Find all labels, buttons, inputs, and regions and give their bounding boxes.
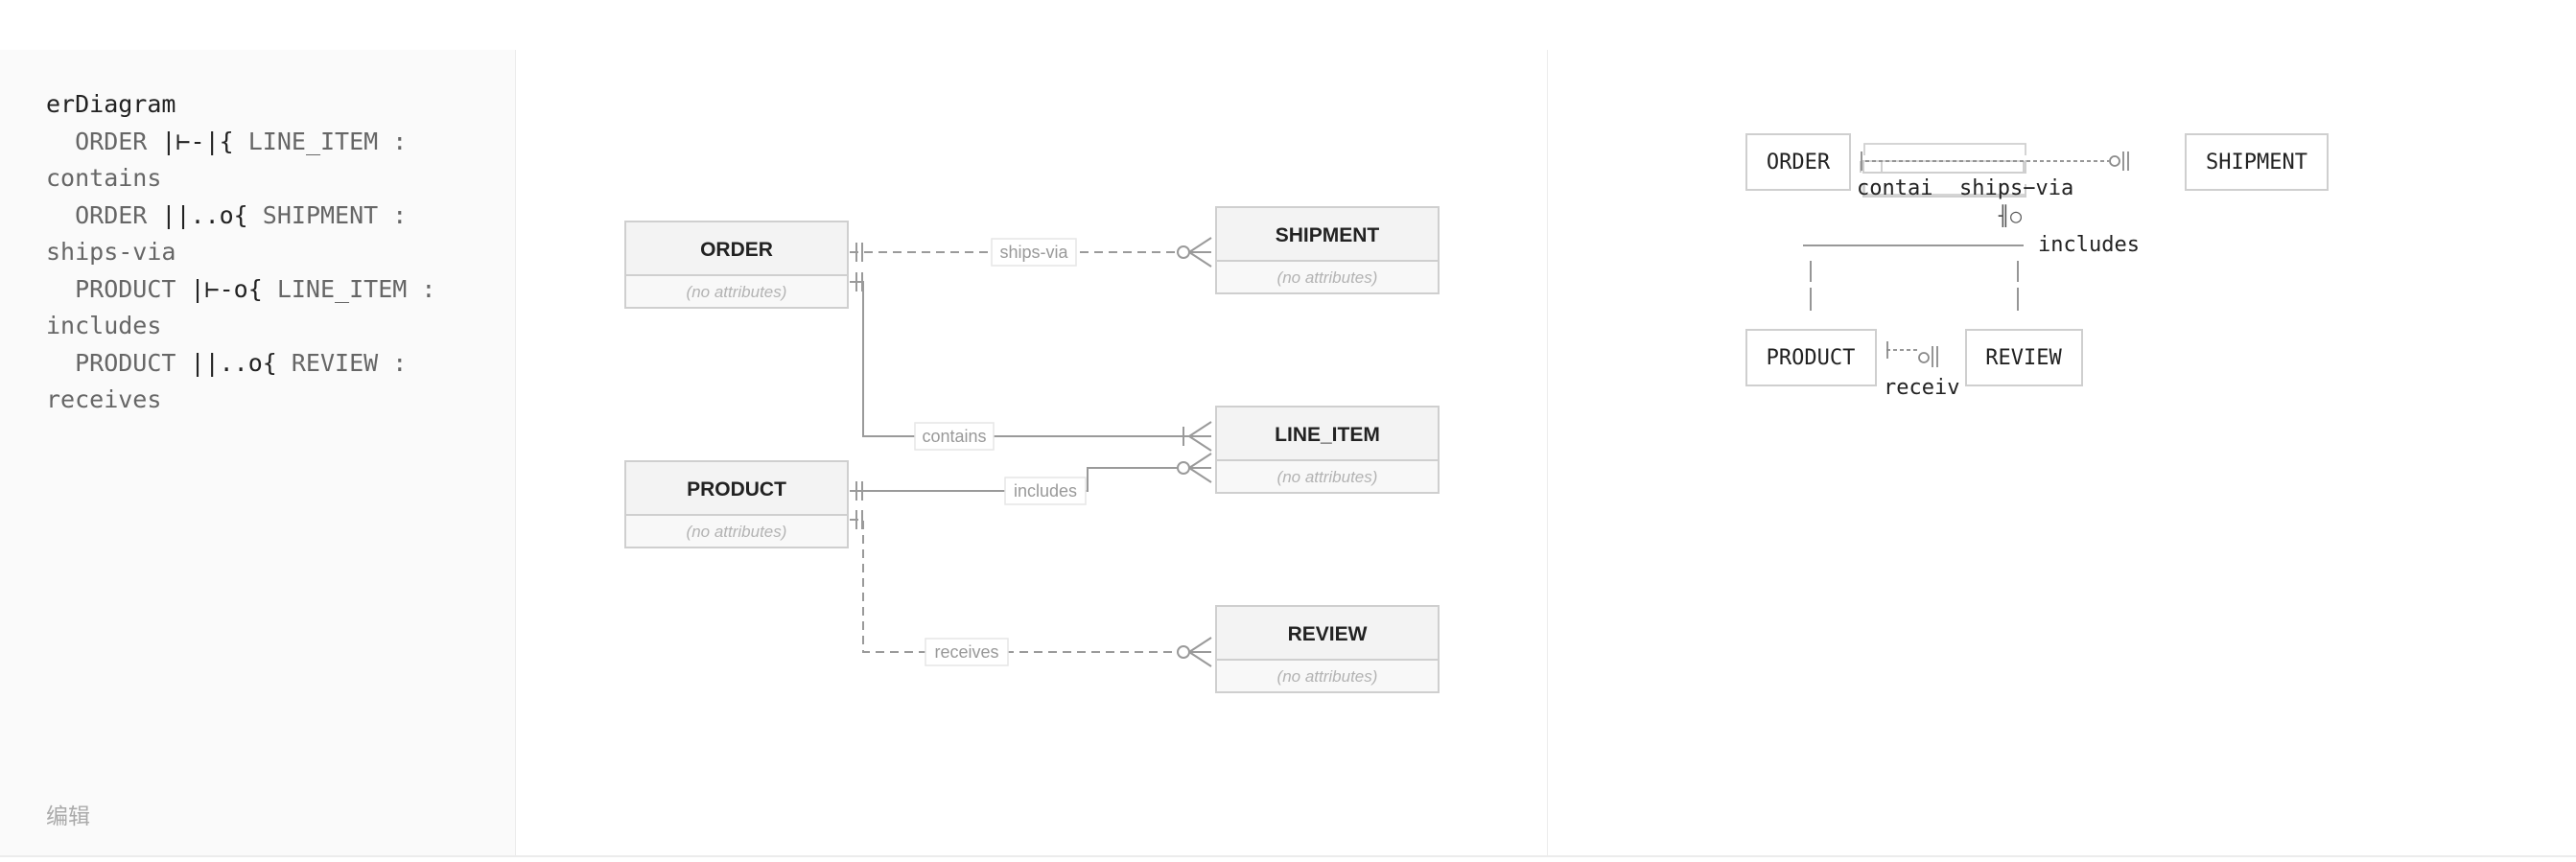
top-toolbar xyxy=(0,0,1472,51)
includes-line xyxy=(850,467,1211,492)
contains-line xyxy=(850,281,1211,437)
entity-product[interactable]: PRODUCT (no attributes) xyxy=(624,460,849,548)
entity-line-item-name: LINE_ITEM xyxy=(1275,424,1380,446)
code-line-2: ORDER |⊢-|{ LINE_ITEM : xyxy=(46,127,408,155)
preview-marker: ╢○ xyxy=(1998,204,2022,227)
code-line-9: receives xyxy=(46,385,162,413)
entity-line-item-attrs: (no attributes) xyxy=(1277,468,1378,486)
preview-review-bars xyxy=(1932,346,1938,367)
entity-product-attrs: (no attributes) xyxy=(687,523,787,541)
relation-receives xyxy=(850,510,1212,667)
entity-order[interactable]: ORDER (no attributes) xyxy=(624,221,849,309)
preview-shipment-circle xyxy=(2109,155,2120,167)
label-includes: includes xyxy=(1004,477,1087,505)
ships-via-many-marker xyxy=(1188,237,1212,268)
er-diagram-canvas: ships-via contains includes receives ORD… xyxy=(516,50,1472,857)
svg-text:contains: contains xyxy=(922,427,986,446)
receives-one-marker xyxy=(855,510,863,529)
ships-via-zero-marker xyxy=(1177,245,1190,259)
svg-text:ships-via: ships-via xyxy=(999,243,1068,262)
svg-text:SHIPMENT: SHIPMENT xyxy=(2206,151,2307,175)
entity-review-attrs: (no attributes) xyxy=(1277,667,1378,686)
svg-text:REVIEW: REVIEW xyxy=(1985,346,2062,370)
panel-divider[interactable] xyxy=(1547,50,1548,857)
preview-box-review[interactable]: REVIEW xyxy=(1965,329,2083,386)
ascii-preview-panel: ORDER SHIPMENT PRODUCT REVIEW contai shi… xyxy=(1548,50,2576,857)
code-editor-panel[interactable]: erDiagram ORDER |⊢-|{ LINE_ITEM : contai… xyxy=(0,50,516,857)
code-line-4: ORDER ||..o{ SHIPMENT : xyxy=(46,200,408,229)
entity-shipment-attrs: (no attributes) xyxy=(1277,268,1378,287)
preview-shipment-bars xyxy=(2122,151,2129,171)
entity-review-name: REVIEW xyxy=(1288,623,1368,645)
ships-via-one-marker xyxy=(855,243,863,262)
receives-line xyxy=(850,519,1185,653)
code-line-8: PRODUCT ||..o{ REVIEW : xyxy=(46,348,408,377)
preview-bracket-bottom xyxy=(1863,184,2026,196)
includes-zero-marker xyxy=(1177,461,1190,475)
contains-many-marker xyxy=(1188,421,1212,452)
entity-shipment-name: SHIPMENT xyxy=(1276,224,1380,246)
preview-label-includes: includes xyxy=(2038,233,2140,257)
edit-label[interactable]: 编辑 xyxy=(46,804,90,828)
preview-label-contai: contai xyxy=(1857,176,1932,200)
relation-ships-via xyxy=(850,237,1212,268)
preview-box-order[interactable]: ORDER xyxy=(1745,133,1851,191)
bottom-border xyxy=(0,855,2576,857)
entity-order-name: ORDER xyxy=(700,239,773,261)
relation-includes xyxy=(850,453,1212,501)
includes-one-marker xyxy=(855,481,863,501)
code-line-6: PRODUCT |⊢-o{ LINE_ITEM : xyxy=(46,274,436,303)
code-editor[interactable]: erDiagram ORDER |⊢-|{ LINE_ITEM : contai… xyxy=(46,86,435,419)
entity-product-name: PRODUCT xyxy=(687,478,786,501)
svg-text:receives: receives xyxy=(934,642,998,662)
svg-text:includes: includes xyxy=(1014,481,1077,501)
includes-many-marker xyxy=(1188,453,1212,483)
er-diagram-svg: ships-via contains includes receives ORD… xyxy=(624,206,1440,693)
contains-one-marker xyxy=(855,272,863,291)
preview-bracket-top xyxy=(1863,143,2026,155)
code-line-7: includes xyxy=(46,312,162,339)
label-receives: receives xyxy=(925,638,1009,666)
preview-box-product[interactable]: PRODUCT xyxy=(1745,329,1877,386)
preview-top-bracket xyxy=(1862,160,2026,174)
entity-review[interactable]: REVIEW (no attributes) xyxy=(1215,605,1440,693)
code-line-1: erDiagram xyxy=(46,90,176,118)
entity-order-attrs: (no attributes) xyxy=(687,283,787,301)
preview-label-ships-via: ships−via xyxy=(1959,176,2073,200)
preview-lines-overlay xyxy=(1803,143,2129,367)
code-line-3: contains xyxy=(46,164,162,192)
receives-zero-marker xyxy=(1177,645,1190,659)
preview-label-receiv: receiv xyxy=(1884,376,1959,400)
ascii-preview-overlay: ORDER SHIPMENT PRODUCT REVIEW contai shi… xyxy=(1745,133,2329,400)
receives-many-marker xyxy=(1188,637,1212,667)
svg-text:PRODUCT: PRODUCT xyxy=(1767,346,1856,370)
entity-shipment[interactable]: SHIPMENT (no attributes) xyxy=(1215,206,1440,294)
code-line-5: ships-via xyxy=(46,238,176,266)
preview-box-shipment[interactable]: SHIPMENT xyxy=(2185,133,2329,191)
relation-contains xyxy=(850,272,1212,452)
label-ships-via: ships-via xyxy=(991,238,1077,267)
svg-text:ORDER: ORDER xyxy=(1767,151,1831,175)
preview-review-circle xyxy=(1918,352,1930,363)
entity-line-item[interactable]: LINE_ITEM (no attributes) xyxy=(1215,406,1440,494)
label-contains: contains xyxy=(914,422,995,451)
